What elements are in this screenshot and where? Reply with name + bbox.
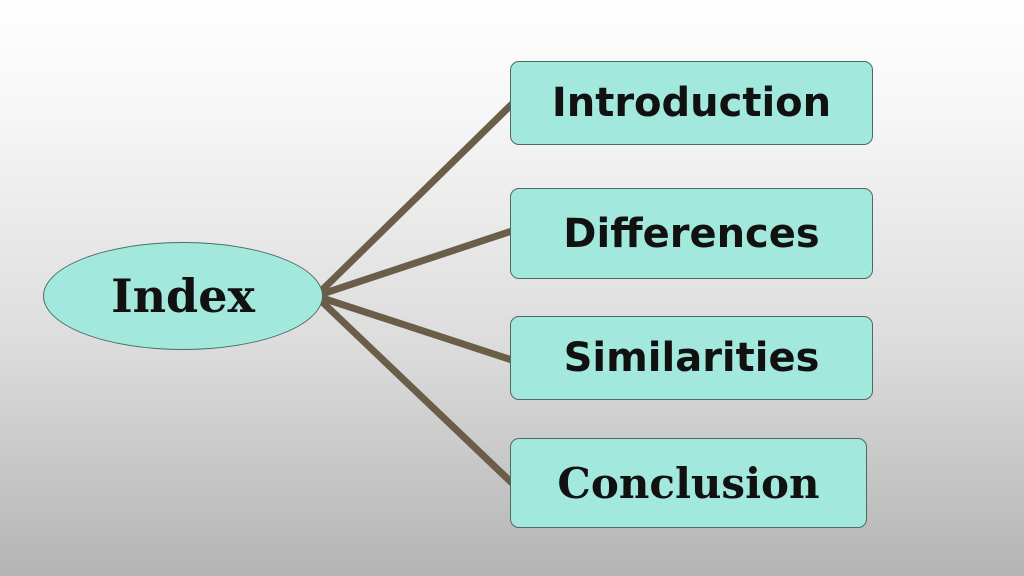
- connector-differences: [312, 227, 516, 300]
- connector-introduction: [312, 100, 516, 300]
- hub-node-index: Index: [43, 242, 323, 350]
- branch-node-differences: Differences: [510, 188, 873, 279]
- branch-label: Differences: [563, 210, 820, 257]
- hub-label: Index: [111, 269, 255, 323]
- connector-conclusion: [312, 292, 516, 487]
- branch-label: Introduction: [551, 80, 832, 126]
- branch-node-introduction: Introduction: [510, 61, 873, 145]
- connector-similarities: [312, 292, 516, 364]
- branch-node-conclusion: Conclusion: [510, 438, 867, 528]
- branch-label: Conclusion: [557, 458, 820, 508]
- branch-node-similarities: Similarities: [510, 316, 873, 400]
- branch-label: Similarities: [563, 335, 820, 381]
